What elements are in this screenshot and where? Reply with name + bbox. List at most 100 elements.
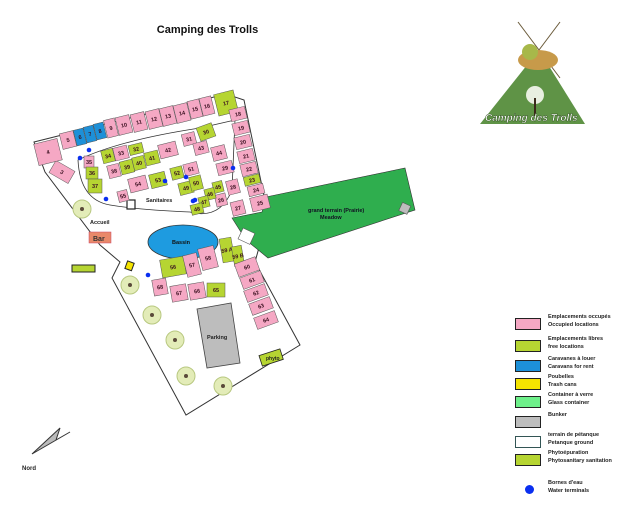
- plot-26[interactable]: 26: [213, 192, 229, 208]
- plot-51[interactable]: 51: [182, 161, 200, 177]
- plot-42[interactable]: 42: [157, 140, 179, 160]
- plot-25[interactable]: 25: [249, 193, 271, 213]
- plot-shape: [106, 162, 122, 180]
- plot-9[interactable]: 9: [103, 117, 119, 139]
- legend-label-fr: Emplacements libres: [548, 336, 604, 342]
- plot-52[interactable]: 52: [169, 165, 185, 181]
- plot-29[interactable]: 29: [215, 159, 235, 177]
- plot-4[interactable]: 4: [33, 138, 63, 166]
- plot-shape: [242, 173, 262, 187]
- water-terminal-icon: [230, 165, 236, 171]
- plot-number: 13: [165, 113, 172, 120]
- plot-shape: [225, 178, 241, 196]
- plot-44[interactable]: 44: [210, 144, 228, 162]
- plot-30[interactable]: 30: [195, 122, 217, 142]
- plot-number: 52: [174, 170, 181, 177]
- plot-5[interactable]: 5: [58, 130, 78, 150]
- plot-number: 8: [98, 129, 102, 136]
- plot-54[interactable]: 54: [127, 174, 149, 194]
- plot-38[interactable]: 38: [106, 162, 122, 180]
- legend-label-fr: Caravanes à louer: [548, 356, 596, 362]
- plot-58[interactable]: 58: [197, 245, 219, 271]
- plot-62[interactable]: 62: [243, 283, 269, 303]
- plot-21[interactable]: 21: [236, 147, 256, 165]
- plot-16[interactable]: 16: [198, 95, 216, 117]
- plot-35[interactable]: 35: [83, 155, 95, 169]
- plot-27[interactable]: 27: [229, 199, 247, 217]
- plot-shape: [100, 147, 116, 165]
- plot-50[interactable]: 50: [188, 174, 204, 192]
- plot-65[interactable]: 65: [206, 282, 226, 298]
- parking-area[interactable]: [196, 302, 241, 369]
- plot-66[interactable]: 66: [187, 281, 207, 301]
- plot-shape: [213, 192, 229, 208]
- plot-37[interactable]: 37: [87, 178, 103, 194]
- plot-20[interactable]: 20: [233, 133, 253, 151]
- plot-56[interactable]: 56: [159, 255, 187, 279]
- plot-28[interactable]: 28: [225, 178, 241, 196]
- plot-15[interactable]: 15: [186, 98, 204, 120]
- plot-13[interactable]: 13: [158, 105, 178, 127]
- plot-shape: [114, 114, 134, 136]
- plot-18[interactable]: 18: [228, 105, 248, 123]
- legend-label-fr: Phytoépuration: [548, 450, 589, 456]
- plot-55[interactable]: 55: [116, 189, 130, 203]
- plot-31[interactable]: 31: [180, 131, 198, 147]
- plot-3[interactable]: 3: [48, 160, 76, 184]
- plot-number: 45: [215, 184, 222, 191]
- legend-label-en: Trash cans: [548, 381, 577, 388]
- bar-building[interactable]: [88, 231, 112, 244]
- plot-12[interactable]: 12: [144, 108, 164, 130]
- plot-32[interactable]: 32: [127, 142, 145, 156]
- plot-68[interactable]: 68: [151, 277, 169, 297]
- plot-number: 9: [109, 126, 113, 133]
- plot-shape: [231, 119, 251, 137]
- plot-19[interactable]: 19: [231, 119, 251, 137]
- plot-number: 26: [218, 197, 225, 204]
- plot-40[interactable]: 40: [131, 154, 147, 172]
- plot-61[interactable]: 61: [239, 270, 265, 290]
- plot-8[interactable]: 8: [92, 121, 108, 141]
- plot-33[interactable]: 33: [112, 144, 130, 162]
- plot-10[interactable]: 10: [114, 114, 134, 136]
- tree-trunk-icon: [173, 338, 177, 342]
- plot-shape: [182, 252, 202, 278]
- plot-shape: [72, 127, 88, 147]
- plot-60[interactable]: 60: [233, 256, 261, 278]
- legend-label-fr: Bornes d'eau: [548, 480, 583, 486]
- plot-39[interactable]: 39: [118, 158, 136, 176]
- plot-number: 15: [192, 106, 199, 113]
- plot-64[interactable]: 64: [253, 310, 279, 330]
- petanque-ground: [237, 227, 256, 245]
- label-accueil: Accueil: [90, 220, 110, 226]
- plot-48[interactable]: 48: [189, 202, 205, 216]
- plot-24[interactable]: 24: [246, 182, 266, 198]
- plot-number: 53: [155, 177, 162, 184]
- plot-67[interactable]: 67: [169, 283, 189, 303]
- plot-22[interactable]: 22: [239, 160, 259, 178]
- plot-63[interactable]: 63: [248, 296, 274, 316]
- plot-36[interactable]: 36: [85, 166, 99, 180]
- plot-57[interactable]: 57: [182, 252, 202, 278]
- plot-shape: [33, 138, 63, 166]
- svg-text:Camping des Trolls: Camping des Trolls: [485, 113, 578, 124]
- plot-41[interactable]: 41: [143, 149, 161, 167]
- plot-14[interactable]: 14: [172, 102, 192, 124]
- plot-7[interactable]: 7: [82, 124, 98, 144]
- plot-43[interactable]: 43: [192, 140, 210, 156]
- plot-number: 32: [133, 146, 140, 153]
- plot-53[interactable]: 53: [148, 170, 168, 190]
- plot-23[interactable]: 23: [242, 173, 262, 187]
- plot-shape: [82, 124, 98, 144]
- plot-6[interactable]: 6: [72, 127, 88, 147]
- water-terminal-icon: [103, 196, 109, 202]
- plot-shape: [233, 133, 253, 151]
- water-terminal-icon: [145, 272, 151, 278]
- plot-34[interactable]: 34: [100, 147, 116, 165]
- legend-swatch: [515, 378, 541, 390]
- plot-11[interactable]: 11: [129, 111, 149, 133]
- legend-item-bunker: Bunker: [512, 412, 637, 432]
